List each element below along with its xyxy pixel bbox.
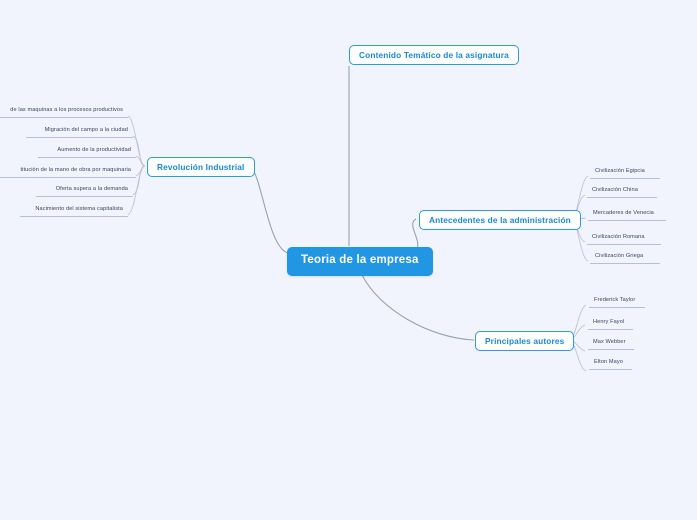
leaf-node[interactable]: Mercaderes de Venecia <box>588 208 666 221</box>
branch-node-principales-autores[interactable]: Principales autores <box>475 331 575 352</box>
leaf-node[interactable]: Elton Mayo <box>589 357 632 370</box>
edge-root-autores <box>361 274 475 341</box>
leaf-node[interactable]: Max Webber <box>588 337 634 350</box>
leaf-node[interactable]: Frederick Taylor <box>589 295 645 308</box>
branch-node-contenido-tematico[interactable]: Contenido Temático de la asignatura <box>349 45 519 66</box>
edge-branch-leaf <box>135 155 146 167</box>
branch-node-revolucion-industrial[interactable]: Revolución Industrial <box>147 157 255 178</box>
leaf-node[interactable]: Civilización Romana <box>587 232 661 245</box>
leaf-node[interactable]: Henry Fayol <box>588 317 633 330</box>
leaf-node[interactable]: Oferta supera a la demanda <box>36 184 133 197</box>
edge-branch-leaf <box>135 165 146 177</box>
leaf-node[interactable]: Civilización Griega <box>590 251 660 264</box>
leaf-node[interactable]: Civilización Egipcia <box>590 166 660 179</box>
root-node[interactable]: Teoria de la empresa <box>287 247 433 276</box>
branch-node-antecedentes-administracion[interactable]: Antecedentes de la administración <box>419 210 581 231</box>
edge-branch-leaf <box>127 115 146 167</box>
leaf-node[interactable]: titución de la mano de obra por maquinar… <box>0 165 136 178</box>
leaf-node[interactable]: Aumento de la productividad <box>38 145 136 158</box>
leaf-node[interactable]: Civilización China <box>587 185 657 198</box>
leaf-node[interactable]: Nacimiento del sistema capitalista <box>20 204 128 217</box>
leaf-node[interactable]: de las maquinas a los procesos productiv… <box>0 105 128 118</box>
edge-root-revolucion <box>249 165 289 254</box>
leaf-node[interactable]: Migración del campo a la ciudad <box>26 125 133 138</box>
